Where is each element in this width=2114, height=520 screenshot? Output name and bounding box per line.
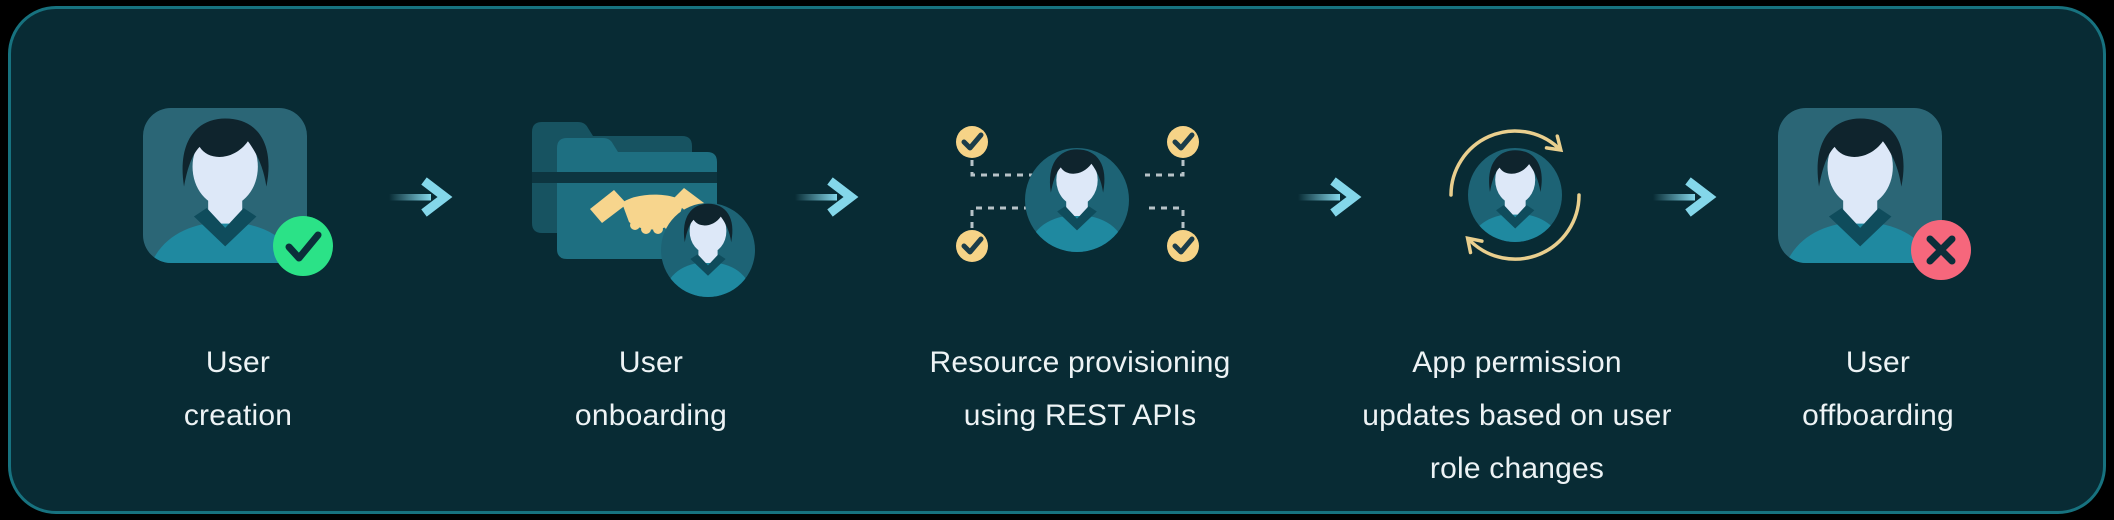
- label-line: App permission: [1412, 346, 1622, 379]
- avatar-icon: [1778, 108, 1942, 263]
- check-node-icon: [956, 126, 988, 158]
- user-offboarding-illustration: [1778, 108, 1971, 280]
- avatar-icon: [143, 108, 307, 263]
- check-node-icon: [1167, 126, 1199, 158]
- check-node-icon: [1167, 230, 1199, 262]
- label-line: User: [618, 346, 684, 379]
- step-label-app-permission-updates: App permission updates based on user rol…: [1362, 336, 1671, 495]
- step-label-user-offboarding: User offboarding: [1802, 336, 1954, 442]
- label-line: role changes: [1429, 452, 1605, 485]
- folder-divider: [532, 172, 717, 183]
- avatar-icon: [1468, 148, 1562, 242]
- avatar-icon: [661, 203, 755, 297]
- user-creation-illustration: [143, 108, 333, 276]
- flow-arrow-icon: [389, 177, 453, 217]
- label-line: User: [1845, 346, 1911, 379]
- check-badge-icon: [273, 216, 333, 276]
- diagram-card: [8, 6, 2106, 514]
- label-line: creation: [183, 399, 293, 432]
- step-label-user-creation: User creation: [184, 336, 292, 442]
- label-line: onboarding: [574, 399, 728, 432]
- flow-arrow-icon: [795, 177, 859, 217]
- flow-arrow-icon: [1298, 177, 1362, 217]
- user-onboarding-illustration: [532, 122, 755, 297]
- label-line: using REST APIs: [963, 399, 1197, 432]
- label-line: offboarding: [1802, 399, 1954, 432]
- resource-provisioning-illustration: [956, 126, 1199, 262]
- cross-badge-icon: [1911, 220, 1971, 280]
- label-line: updates based on user: [1362, 399, 1672, 432]
- check-node-icon: [956, 230, 988, 262]
- dashed-connectors: [970, 160, 1185, 228]
- step-label-user-onboarding: User onboarding: [575, 336, 727, 442]
- sync-arrows-icon: [1449, 129, 1581, 261]
- avatar-icon: [1025, 148, 1129, 252]
- step-label-resource-provisioning: Resource provisioning using REST APIs: [929, 336, 1230, 442]
- flow-arrow-icon: [1653, 177, 1717, 217]
- label-line: Resource provisioning: [929, 346, 1231, 379]
- label-line: User: [205, 346, 271, 379]
- app-permission-updates-illustration: [1449, 129, 1581, 261]
